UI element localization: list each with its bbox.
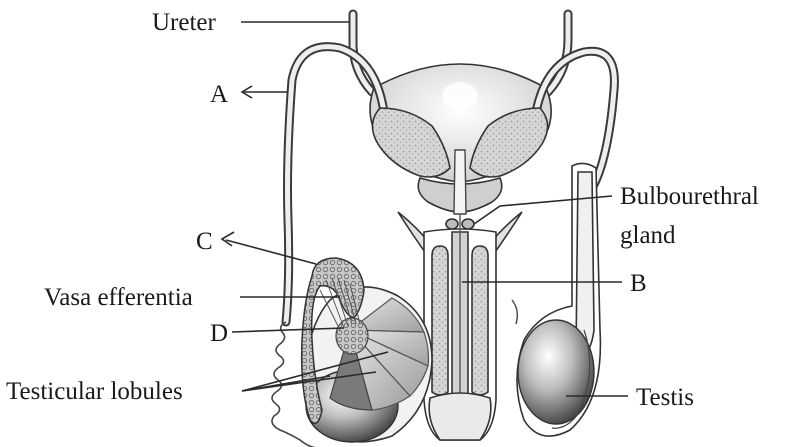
bladder-highlight [442,82,478,110]
scrotum-edge-right [512,300,517,324]
label-a: A [210,81,228,108]
right-testis [517,163,600,436]
label-c: C [196,228,213,255]
label-d: D [210,320,228,347]
left-testis-section [305,287,432,442]
label-ureter: Ureter [152,9,217,36]
label-b: B [630,270,647,297]
label-vasa-efferentia: Vasa efferentia [44,284,193,311]
label-bulbourethral-line1: Bulbourethral [620,183,759,210]
right-testis-body [518,320,594,424]
label-testis: Testis [636,384,694,411]
bulbourethral-gland-right [462,219,474,229]
prostatic-urethra [454,150,466,214]
label-bulbourethral-line2: gland [620,222,676,249]
label-testicular-lobules: Testicular lobules [6,378,183,405]
bulbourethral-gland-left [446,219,458,229]
